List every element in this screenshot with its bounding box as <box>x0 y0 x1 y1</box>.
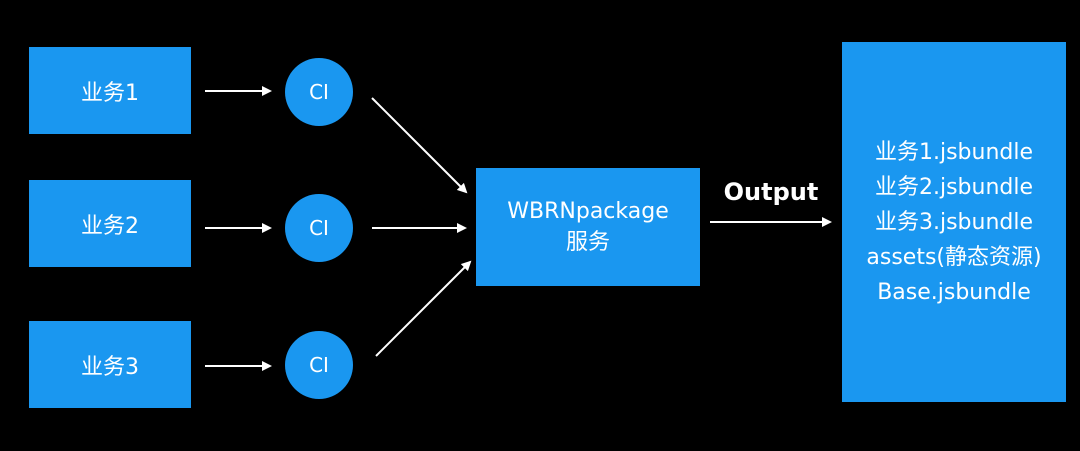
output-label: Output <box>723 178 819 206</box>
output-file-5: Base.jsbundle <box>877 279 1031 305</box>
package-service-name: WBRNpackage <box>507 199 669 224</box>
output-bundle-box: 业务1.jsbundle 业务2.jsbundle 业务3.jsbundle a… <box>842 42 1066 402</box>
output-file-4: assets(静态资源) <box>866 244 1042 270</box>
business-box-2: 业务2 <box>29 180 191 267</box>
ci-label-2: CI <box>309 216 329 240</box>
package-service-box: WBRNpackage 服务 <box>476 168 700 286</box>
ci-node-2: CI <box>285 194 353 262</box>
ci-label-3: CI <box>309 353 329 377</box>
ci-node-3: CI <box>285 331 353 399</box>
business-label-2: 业务2 <box>81 213 139 239</box>
business-box-3: 业务3 <box>29 321 191 408</box>
arrow-ci3-to-service <box>375 260 472 357</box>
ci-label-1: CI <box>309 80 329 104</box>
arrow-ci1-to-service <box>371 97 468 194</box>
package-service-suffix: 服务 <box>565 230 610 255</box>
business-box-1: 业务1 <box>29 47 191 134</box>
business-label-1: 业务1 <box>81 80 139 106</box>
ci-node-1: CI <box>285 58 353 126</box>
output-file-2: 业务2.jsbundle <box>874 174 1034 200</box>
output-file-1: 业务1.jsbundle <box>874 139 1034 165</box>
output-file-3: 业务3.jsbundle <box>874 209 1034 235</box>
business-label-3: 业务3 <box>81 354 139 380</box>
